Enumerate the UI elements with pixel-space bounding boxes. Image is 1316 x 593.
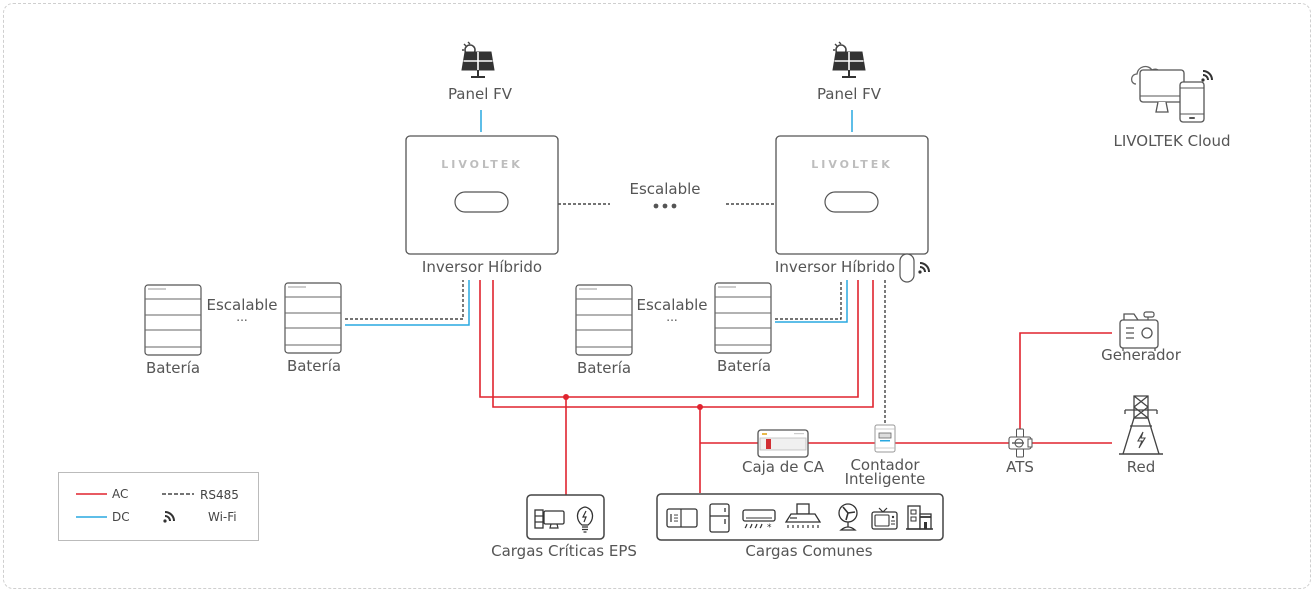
ac-box-icon — [757, 429, 809, 458]
generator-icon — [1119, 311, 1159, 351]
inverter-brand: LIVOLTEK — [441, 158, 523, 171]
pv-panel-label-2: Panel FV — [816, 85, 882, 103]
smart-meter-label-line1: Contador — [850, 456, 920, 474]
battery-label-2a: Batería — [576, 359, 632, 377]
battery-label-2b: Batería — [716, 357, 772, 375]
wifi-icon — [1200, 70, 1213, 83]
diagram-frame — [3, 3, 1311, 589]
fan-icon — [838, 503, 858, 531]
legend-wifi-icon — [163, 511, 175, 523]
smart-meter-label-line2: Inteligente — [844, 470, 926, 488]
battery-label-1a: Batería — [145, 359, 201, 377]
grid-tower-icon — [1119, 395, 1163, 455]
ellipsis-dot — [653, 203, 659, 209]
legend-dc-label: DC — [112, 510, 130, 524]
ats-icon — [1008, 428, 1033, 458]
ellipsis-dot — [662, 203, 668, 209]
building-icon — [906, 505, 933, 530]
range-hood-icon — [784, 503, 822, 528]
inverter-label-2: Inversor Híbrido — [774, 258, 896, 276]
inverter-brand: LIVOLTEK — [811, 158, 893, 171]
battery-scalable-label-1: Escalable — [206, 296, 278, 314]
legend-symbols — [76, 493, 194, 523]
pc-icon — [534, 509, 565, 529]
ac-line-generator — [1019, 332, 1112, 430]
light-bulb-icon — [576, 506, 594, 533]
microwave-icon — [666, 508, 698, 528]
ac-box-label: Caja de CA — [741, 458, 825, 476]
refrigerator-icon — [709, 503, 730, 533]
ac-bus-grid — [492, 280, 874, 408]
cloud-devices-icon — [1130, 65, 1205, 123]
battery2-dc-line — [775, 280, 848, 323]
battery-ellipsis-2: ... — [666, 310, 678, 324]
inverter-1: LIVOLTEK — [405, 135, 559, 255]
generator-label: Generador — [1101, 346, 1181, 364]
wifi-icon — [917, 262, 930, 275]
battery-icon — [284, 282, 342, 354]
legend-rs485-label: RS485 — [200, 488, 239, 502]
battery1-rs485-line — [345, 280, 464, 320]
battery-label-1b: Batería — [286, 357, 342, 375]
battery-scalable-label-2: Escalable — [636, 296, 708, 314]
critical-loads-label: Cargas Críticas EPS — [491, 542, 637, 560]
ellipsis-dot — [671, 203, 677, 209]
solar-panel-icon — [461, 41, 495, 78]
legend: AC DC RS485 Wi-Fi — [58, 472, 259, 541]
inverter-2: LIVOLTEK — [775, 135, 929, 255]
pv-panel-label-1: Panel FV — [447, 85, 513, 103]
battery-icon — [714, 282, 772, 354]
wifi-dongle — [899, 253, 915, 283]
common-loads-label: Cargas Comunes — [745, 542, 873, 560]
battery2-rs485-line — [775, 280, 842, 320]
battery-icon — [575, 284, 633, 356]
critical-loads-box — [526, 494, 605, 540]
battery1-dc-line — [345, 280, 470, 326]
legend-wifi-label: Wi-Fi — [208, 510, 237, 524]
smart-meter-icon — [874, 424, 896, 453]
inverter-label-1: Inversor Híbrido — [421, 258, 543, 276]
battery-icon — [144, 284, 202, 356]
solar-panel-icon — [832, 41, 866, 78]
air-conditioner-icon: * — [742, 509, 776, 533]
legend-ac-label: AC — [112, 487, 129, 501]
tv-icon — [871, 507, 898, 530]
grid-label: Red — [1126, 458, 1156, 476]
battery-ellipsis-1: ... — [236, 310, 248, 324]
svg-text:*: * — [767, 523, 772, 533]
ac-bus-eps — [479, 280, 859, 398]
ats-label: ATS — [1006, 458, 1034, 476]
common-loads-box: * — [656, 493, 944, 541]
cloud-label: LIVOLTEK Cloud — [1113, 132, 1231, 150]
inverter-scalable-label: Escalable — [629, 180, 701, 198]
